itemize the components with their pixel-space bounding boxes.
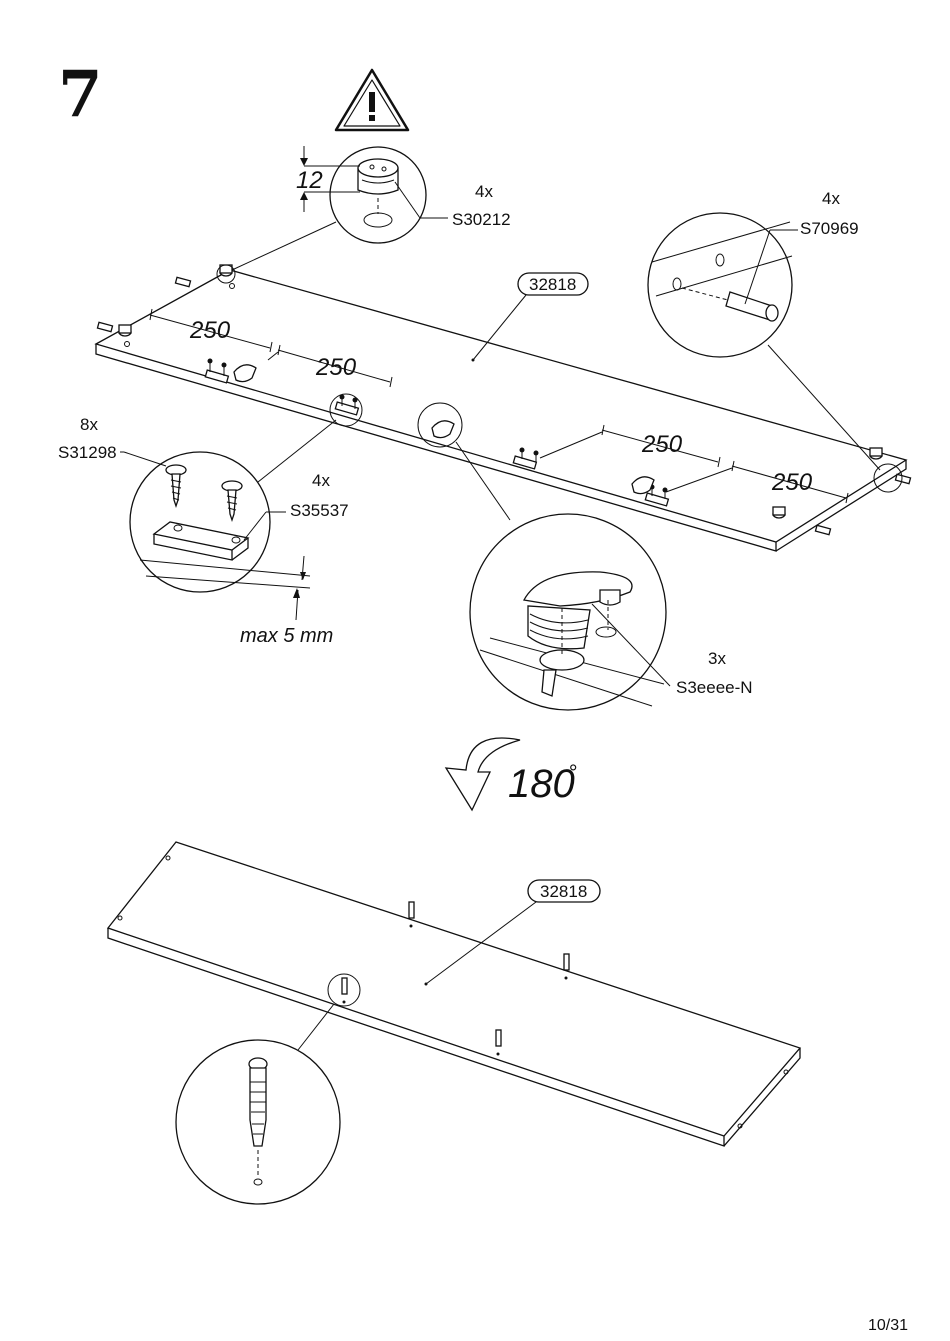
dowel-qty: 4x bbox=[822, 189, 840, 208]
clip-detail bbox=[417, 402, 671, 711]
screw-plate-detail bbox=[120, 393, 363, 621]
rotate-arrow-icon bbox=[444, 737, 521, 812]
rotation-unit: ° bbox=[568, 760, 577, 785]
clips bbox=[233, 364, 655, 495]
warning-triangle-icon bbox=[334, 68, 410, 132]
connector-plate-qty: 4x bbox=[312, 471, 330, 490]
dimension-lines bbox=[149, 308, 849, 504]
clip-code: S3eeee-N bbox=[676, 678, 753, 697]
step-number: 7 bbox=[58, 57, 103, 132]
panel-bottom bbox=[106, 841, 802, 1147]
connector-plates bbox=[204, 358, 670, 507]
panel-callout-bottom bbox=[424, 879, 601, 986]
panel-callout-top bbox=[471, 272, 589, 362]
panel-code-bottom: 32818 bbox=[540, 882, 587, 901]
dimension-label-3: 250 bbox=[641, 431, 683, 458]
dimension-label-2: 250 bbox=[315, 354, 357, 381]
cam-lock-fittings bbox=[118, 264, 883, 519]
dowel-code: S70969 bbox=[800, 219, 859, 238]
screw-code: S31298 bbox=[58, 443, 117, 462]
cam-lock-depth: 12 bbox=[296, 167, 323, 194]
cam-lock-code: S30212 bbox=[452, 210, 511, 229]
dimension-label-4: 250 bbox=[771, 469, 813, 496]
rotation-angle: 180 bbox=[508, 762, 575, 806]
dowel-pins bbox=[96, 276, 912, 536]
connector-plate-code: S35537 bbox=[290, 501, 349, 520]
page-number: 10/31 bbox=[868, 1317, 908, 1334]
bottom-screw-detail bbox=[175, 973, 361, 1205]
dimension-label-1: 250 bbox=[189, 317, 231, 344]
cam-lock-detail bbox=[216, 146, 448, 284]
panel-top bbox=[94, 269, 908, 552]
tolerance-label: max 5 mm bbox=[240, 625, 333, 647]
dowel-detail bbox=[647, 212, 903, 493]
screw-qty: 8x bbox=[80, 415, 98, 434]
clip-qty: 3x bbox=[708, 649, 726, 668]
panel-code-top: 32818 bbox=[529, 275, 576, 294]
bottom-screws bbox=[341, 901, 570, 1056]
cam-lock-qty: 4x bbox=[475, 182, 493, 201]
